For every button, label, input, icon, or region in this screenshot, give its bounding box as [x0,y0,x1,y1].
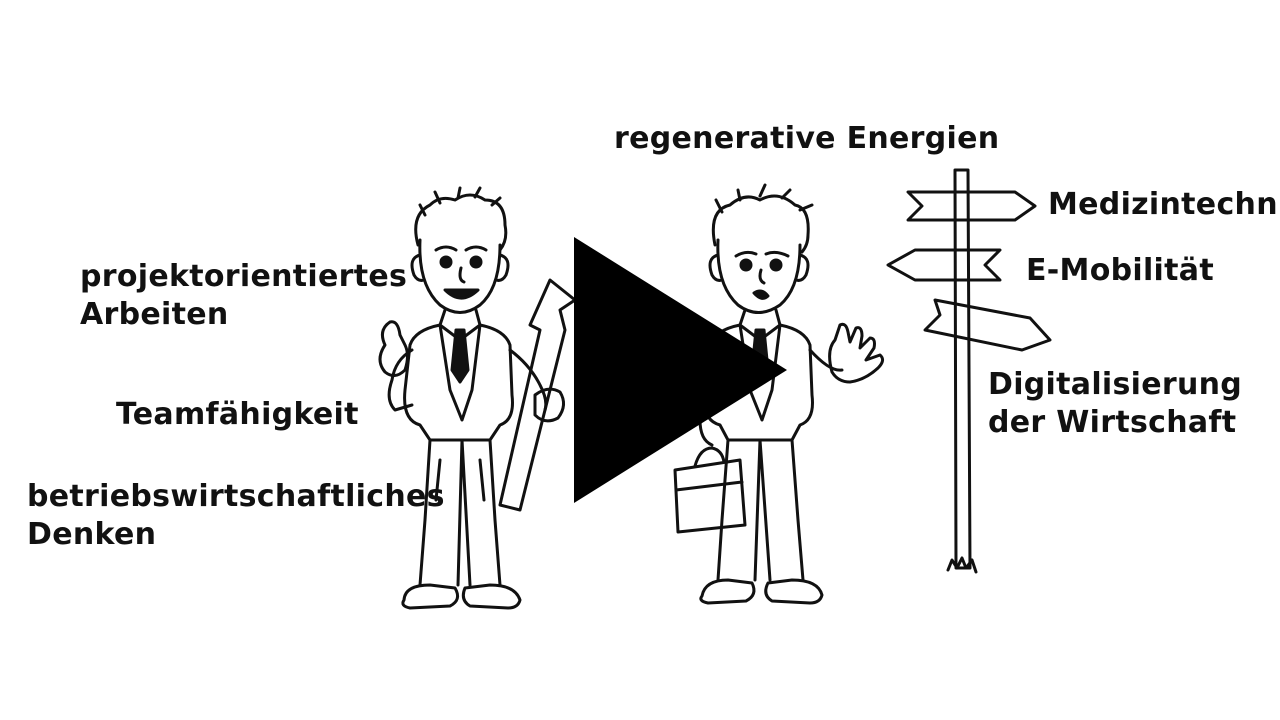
label-line: Teamfähigkeit [116,397,359,432]
label-line: der Wirtschaft [988,405,1237,440]
happy-businessman-figure [378,186,565,610]
label-projektorientiertes-arbeiten: projektorientiertes Arbeiten [80,258,407,334]
label-line: E-Mobilität [1026,253,1214,288]
label-line: Medizintechnik [1048,187,1280,222]
label-line: projektorientiertes [80,259,408,294]
label-line: Arbeiten [80,297,229,332]
label-digitalisierung-der-wirtschaft: Digitalisierung der Wirtschaft [988,366,1242,442]
label-line: Denken [27,517,157,552]
label-betriebswirtschaftliches-denken: betriebswirtschaftliches Denken [27,478,445,554]
label-regenerative-energien: regenerative Energien [614,120,999,158]
label-line: regenerative Energien [614,121,1000,156]
label-e-mobilitaet: E-Mobilität [1026,252,1214,290]
label-teamfaehigkeit: Teamfähigkeit [116,396,359,434]
label-line: betriebswirtschaftliches [27,479,445,514]
play-icon [574,237,787,503]
label-line: Digitalisierung [988,367,1243,402]
play-button[interactable] [572,235,792,505]
signpost-icon [886,168,1052,574]
label-medizintechnik: Medizintechnik [1048,186,1280,224]
